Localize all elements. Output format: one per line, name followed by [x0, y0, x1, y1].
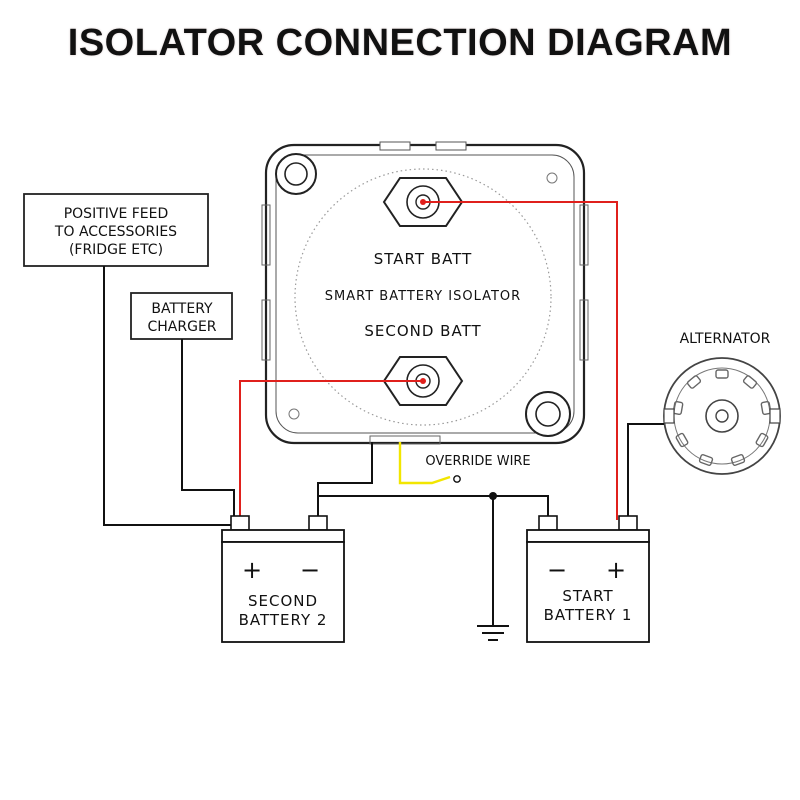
ground-bus-wire [317, 483, 549, 520]
override-wire [398, 442, 451, 485]
battery2-label-line-1: SECOND [248, 592, 318, 610]
ground-symbol [477, 625, 509, 641]
battery1-minus-sign: − [547, 556, 567, 584]
page-title: ISOLATOR CONNECTION DIAGRAM [67, 22, 733, 64]
start-batt-red-wire [423, 201, 618, 520]
battery2-label-line-2: BATTERY 2 [239, 611, 328, 629]
start-batt-label: START BATT [374, 250, 473, 268]
battery-charger-line-1: BATTERY [151, 301, 213, 317]
battery-charger-wire [181, 339, 235, 520]
battery2-minus-sign: − [300, 556, 320, 584]
battery1-label-line-2: BATTERY 1 [544, 606, 633, 624]
override-wire-label: OVERRIDE WIRE [425, 454, 530, 469]
positive-feed-line-2: TO ACCESSORIES [54, 224, 177, 240]
override-switch-contact [453, 475, 461, 483]
second-battery: + − SECOND BATTERY 2 [221, 515, 345, 643]
battery-charger-line-2: CHARGER [147, 319, 216, 335]
battery-charger-box: BATTERY CHARGER [130, 292, 233, 340]
positive-feed-line-3: (FRIDGE ETC) [69, 242, 163, 258]
mount-hole-bottom-right [525, 391, 571, 437]
positive-feed-box: POSITIVE FEED TO ACCESSORIES (FRIDGE ETC… [23, 193, 209, 267]
alternator-wire [627, 423, 664, 520]
start-battery: − + START BATTERY 1 [526, 515, 650, 643]
battery2-plus-sign: + [242, 556, 262, 584]
positive-feed-line-1: POSITIVE FEED [64, 206, 169, 222]
battery1-plus-sign: + [606, 556, 626, 584]
isolator-name-label: SMART BATTERY ISOLATOR [325, 289, 521, 304]
alternator-label: ALTERNATOR [680, 331, 771, 347]
battery2-negative-wire [317, 442, 373, 520]
second-batt-red-wire [239, 380, 423, 520]
smart-battery-isolator: START BATT SMART BATTERY ISOLATOR SECOND… [261, 141, 589, 445]
battery1-label-line-1: START [562, 587, 613, 605]
mount-hole-top-left [275, 153, 317, 195]
second-batt-label: SECOND BATT [364, 322, 481, 340]
ground-junction-dot [489, 492, 497, 500]
alternator: ALTERNATOR [663, 331, 781, 475]
positive-feed-wire [103, 266, 233, 526]
